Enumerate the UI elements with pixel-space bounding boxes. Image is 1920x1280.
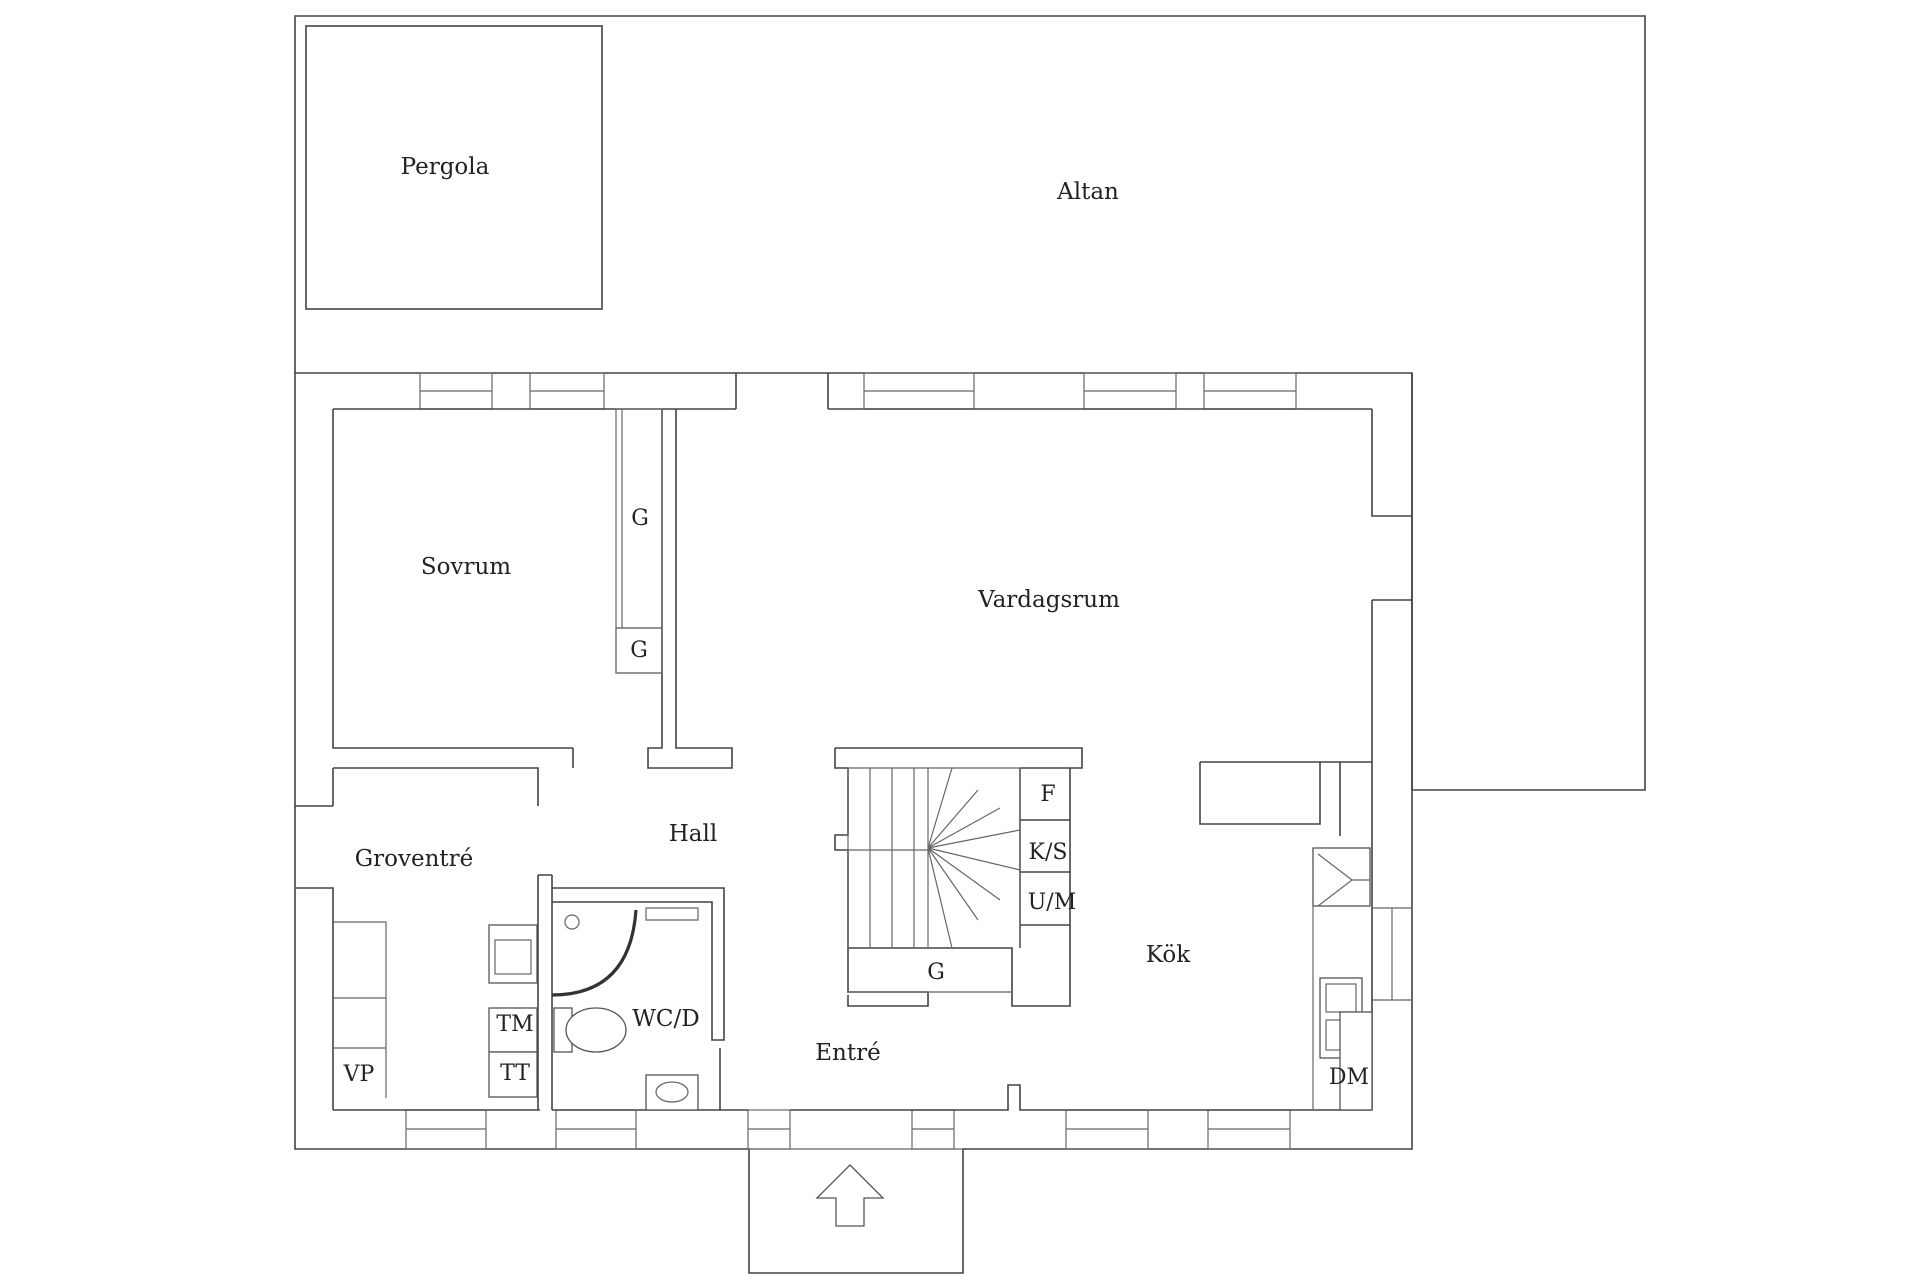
label-dm: DM	[1329, 1065, 1369, 1090]
label-g-wardrobe-lower: G	[630, 638, 648, 663]
room-label-vardagsrum: Vardagsrum	[977, 587, 1120, 613]
groventre-fixtures	[333, 921, 538, 1098]
room-label-sovrum: Sovrum	[421, 554, 511, 580]
toilet-icon	[553, 1007, 627, 1053]
label-um: U/M	[1028, 890, 1076, 915]
altan-outline	[294, 15, 1646, 791]
house-outer-wall	[294, 372, 1413, 1274]
room-label-hall: Hall	[669, 821, 717, 847]
windows-top	[419, 372, 1297, 410]
entry-arrow-icon	[815, 1164, 885, 1227]
room-label-altan: Altan	[1056, 179, 1119, 205]
room-label-pergola: Pergola	[401, 154, 490, 180]
interior-walls	[295, 373, 1412, 1111]
staircase	[847, 767, 1021, 949]
kitchen-fixtures	[1312, 847, 1373, 1111]
room-label-groventre: Groventré	[355, 846, 473, 872]
windows-bottom	[405, 1109, 1291, 1150]
room-label-entre: Entré	[815, 1040, 880, 1066]
wardrobe-column	[615, 408, 663, 674]
shower-drain-icon	[564, 914, 580, 930]
wc-sink-icon	[645, 1074, 699, 1111]
pergola-outline	[305, 25, 603, 310]
shower-arc	[551, 909, 638, 997]
label-ks: K/S	[1029, 840, 1068, 865]
room-label-kok: Kök	[1146, 942, 1191, 968]
label-tt: TT	[500, 1061, 530, 1086]
label-g-wardrobe-upper: G	[631, 506, 649, 531]
label-g-stair: G	[927, 960, 945, 985]
label-tm: TM	[496, 1012, 533, 1037]
label-vp: VP	[343, 1062, 375, 1087]
label-f: F	[1040, 782, 1055, 807]
windows-right	[1372, 907, 1412, 1001]
room-label-wc-d: WC/D	[632, 1006, 699, 1032]
